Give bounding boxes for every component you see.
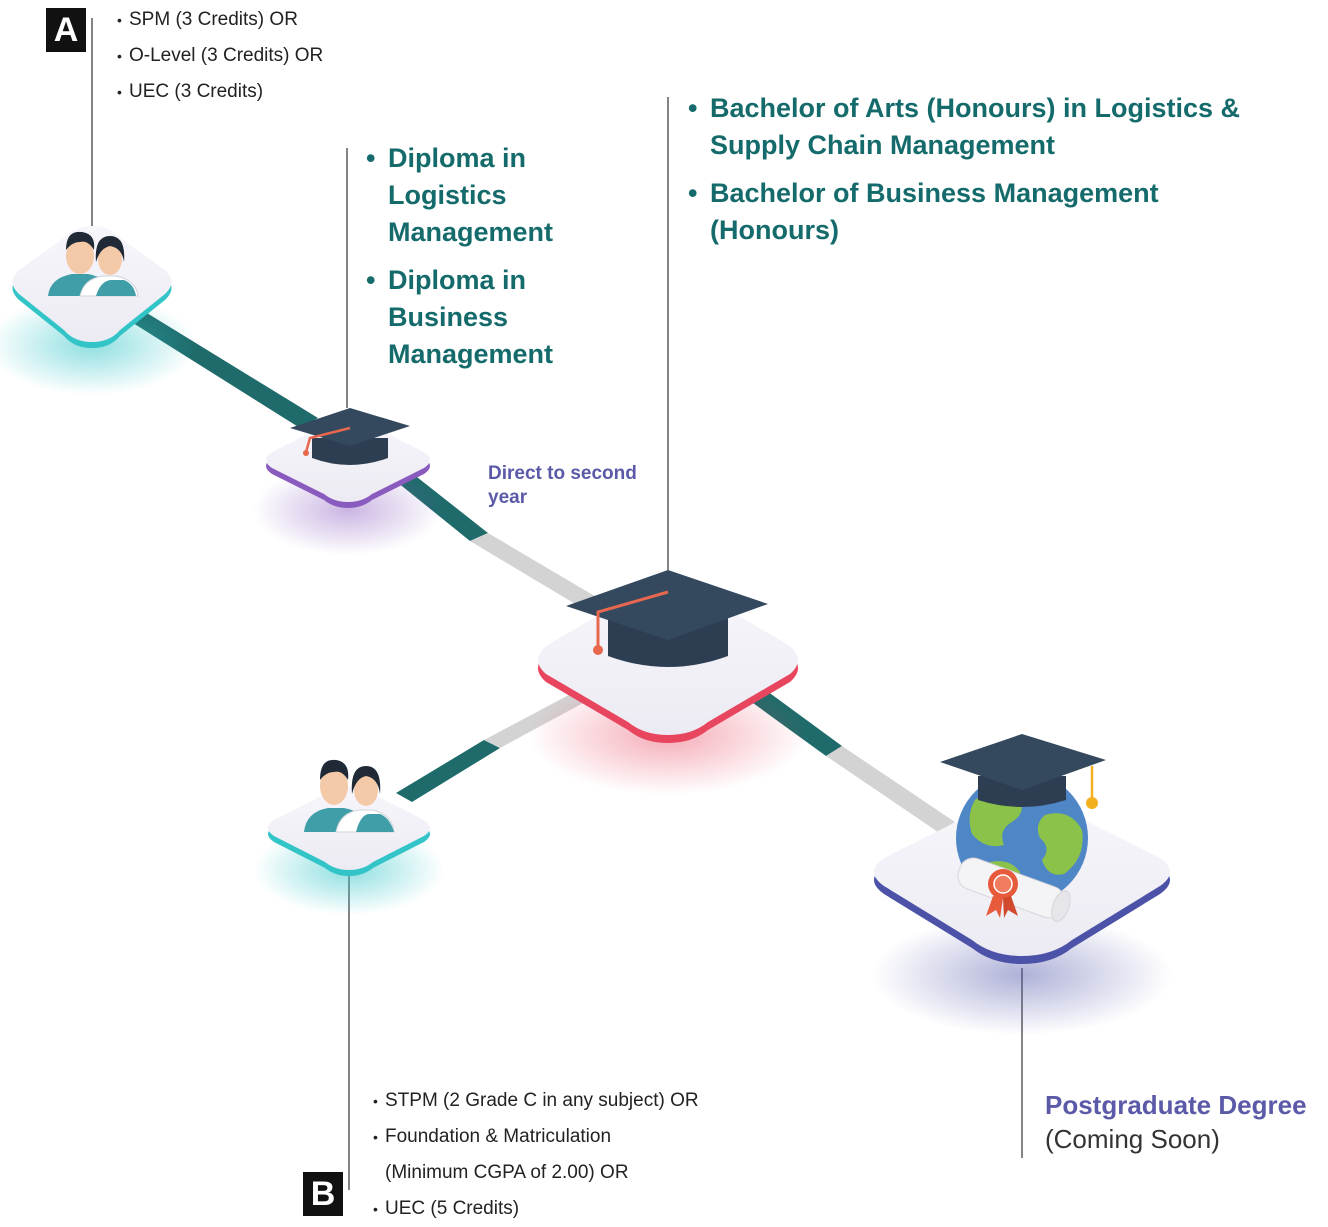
graduation-cap-icon bbox=[290, 408, 410, 465]
requirement-item: O-Level (3 Credits) OR bbox=[117, 38, 323, 74]
programme-item: Bachelor of Arts (Honours) in Logistics … bbox=[688, 90, 1248, 164]
postgraduate-subtitle: (Coming Soon) bbox=[1045, 1124, 1220, 1154]
students-icon bbox=[304, 759, 395, 833]
requirement-item: UEC (3 Credits) bbox=[117, 74, 323, 110]
direct-to-second-year-label: Direct to second year bbox=[488, 463, 637, 508]
bachelor-programmes: Bachelor of Arts (Honours) in Logistics … bbox=[688, 90, 1248, 260]
requirement-item: (Minimum CGPA of 2.00) OR bbox=[385, 1162, 629, 1183]
students-icon bbox=[48, 231, 139, 297]
requirement-item: Foundation & Matriculation bbox=[373, 1119, 699, 1155]
postgraduate-title: Postgraduate Degree bbox=[1045, 1090, 1307, 1120]
requirement-item: STPM (2 Grade C in any subject) OR bbox=[373, 1083, 699, 1119]
entry-a-requirements: SPM (3 Credits) OR O-Level (3 Credits) O… bbox=[117, 2, 323, 110]
requirement-item: SPM (3 Credits) OR bbox=[117, 2, 323, 38]
diploma-programmes: Diploma in Logistics Management Diploma … bbox=[366, 140, 586, 384]
requirement-item: UEC (5 Credits) bbox=[373, 1191, 699, 1227]
graduation-cap-icon bbox=[566, 570, 768, 667]
programme-item: Bachelor of Business Management (Honours… bbox=[688, 175, 1248, 249]
globe-graduation-icon bbox=[940, 734, 1106, 922]
entry-b-badge: B bbox=[303, 1172, 343, 1216]
entry-b-requirements: STPM (2 Grade C in any subject) OR Found… bbox=[373, 1083, 699, 1227]
entry-a-badge: A bbox=[46, 8, 86, 52]
programme-item: Diploma in Business Management bbox=[366, 262, 586, 373]
programme-item: Diploma in Logistics Management bbox=[366, 140, 586, 251]
